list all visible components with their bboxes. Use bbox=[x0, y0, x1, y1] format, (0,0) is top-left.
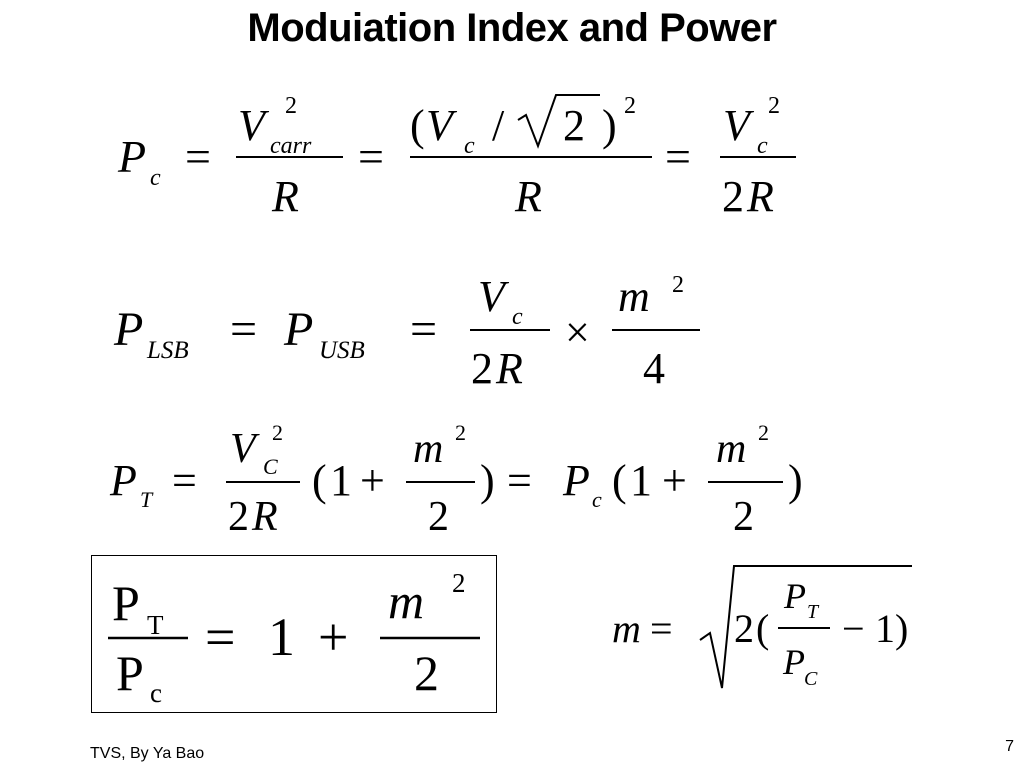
symbol-v: V bbox=[230, 426, 260, 472]
digit-2: 2 bbox=[734, 606, 754, 651]
equals-sign: = bbox=[507, 456, 532, 505]
plus-sign: + bbox=[662, 456, 687, 505]
symbol-v: V bbox=[238, 101, 270, 150]
close-paren: ) bbox=[788, 456, 803, 505]
symbol-p: P bbox=[782, 642, 805, 682]
symbol-v: V bbox=[478, 272, 510, 321]
equals-sign: = bbox=[205, 607, 235, 667]
equals-sign: = bbox=[358, 131, 384, 182]
subscript-carr: carr bbox=[270, 133, 312, 159]
digit-1: 1 bbox=[330, 456, 352, 505]
subscript-t: T bbox=[140, 487, 154, 512]
superscript-2: 2 bbox=[285, 93, 297, 119]
equals-sign: = bbox=[650, 606, 673, 651]
superscript-2: 2 bbox=[758, 420, 769, 445]
superscript-2: 2 bbox=[672, 272, 684, 298]
minus-sign: − bbox=[842, 606, 865, 651]
symbol-p: P bbox=[112, 575, 140, 631]
symbol-m: m bbox=[612, 606, 641, 651]
digit-1: 1 bbox=[268, 607, 295, 667]
symbol-r: R bbox=[746, 172, 774, 221]
close-paren: ) bbox=[480, 456, 495, 505]
symbol-p: P bbox=[562, 456, 590, 505]
superscript-2: 2 bbox=[768, 93, 780, 119]
digit-2: 2 bbox=[414, 645, 439, 701]
footer-text: TVS, By Ya Bao bbox=[90, 745, 205, 762]
digit-2: 2 bbox=[228, 494, 249, 540]
open-paren: ( bbox=[410, 101, 425, 150]
subscript-t: T bbox=[807, 601, 820, 623]
symbol-r: R bbox=[271, 172, 299, 221]
symbol-v: V bbox=[723, 101, 755, 150]
subscript-c: c bbox=[464, 133, 475, 159]
subscript-c: c bbox=[592, 487, 602, 512]
total-power-equation: P T = V 2 C 2 R ( 1 + m 2 2 ) = P c ( 1 … bbox=[109, 420, 803, 540]
symbol-p: P bbox=[283, 303, 313, 356]
digit-4: 4 bbox=[643, 344, 665, 393]
equals-sign: = bbox=[665, 131, 691, 182]
symbol-v: V bbox=[426, 101, 458, 150]
open-paren: ( bbox=[612, 456, 627, 505]
digit-2: 2 bbox=[733, 494, 754, 540]
symbol-p: P bbox=[783, 576, 806, 616]
symbol-r: R bbox=[251, 494, 278, 540]
close-paren: ) bbox=[895, 606, 908, 651]
superscript-2: 2 bbox=[452, 568, 466, 598]
symbol-m: m bbox=[618, 272, 650, 321]
subscript-t: T bbox=[147, 610, 164, 640]
subscript-c: c bbox=[512, 304, 523, 330]
close-paren: ) bbox=[602, 101, 617, 150]
equals-sign: = bbox=[410, 303, 437, 356]
superscript-2: 2 bbox=[455, 420, 466, 445]
plus-sign: + bbox=[360, 456, 385, 505]
symbol-r: R bbox=[495, 344, 523, 393]
digit-2: 2 bbox=[722, 172, 744, 221]
superscript-2: 2 bbox=[624, 93, 636, 119]
equals-sign: = bbox=[172, 456, 197, 505]
radicand-2: 2 bbox=[563, 101, 585, 150]
page-number: 7 bbox=[1005, 738, 1014, 755]
subscript-c: c bbox=[757, 133, 768, 159]
symbol-p: P bbox=[117, 131, 146, 182]
sqrt-symbol bbox=[517, 94, 600, 149]
slash: / bbox=[492, 101, 505, 150]
digit-1: 1 bbox=[630, 456, 652, 505]
symbol-m: m bbox=[388, 573, 424, 629]
equals-sign: = bbox=[185, 131, 211, 182]
equals-sign: = bbox=[230, 303, 257, 356]
subscript-c: C bbox=[263, 454, 278, 479]
carrier-power-equation: P c = V 2 carr R = ( V c / 2 ) 2 R = V 2… bbox=[0, 0, 1024, 240]
open-paren: ( bbox=[312, 456, 327, 505]
symbol-m: m bbox=[413, 426, 443, 472]
digit-2: 2 bbox=[428, 494, 449, 540]
superscript-2: 2 bbox=[272, 420, 283, 445]
subscript-c: c bbox=[150, 678, 162, 708]
symbol-r: R bbox=[514, 172, 542, 221]
subscript-c: C bbox=[804, 668, 818, 690]
symbol-p: P bbox=[109, 456, 137, 505]
subscript-c: c bbox=[150, 165, 161, 191]
symbol-p: P bbox=[113, 303, 143, 356]
symbol-m: m bbox=[716, 426, 746, 472]
sideband-power-equation: P LSB = P USB = V c 2 R × m 2 4 bbox=[113, 272, 700, 393]
plus-sign: + bbox=[318, 607, 348, 667]
digit-2: 2 bbox=[471, 344, 493, 393]
open-paren: ( bbox=[756, 606, 769, 651]
symbol-p: P bbox=[116, 645, 144, 701]
subscript-usb: USB bbox=[319, 337, 365, 364]
subscript-lsb: LSB bbox=[146, 337, 189, 364]
sqrt-symbol bbox=[699, 565, 912, 689]
slide-title: Moduiation Index and Power bbox=[247, 6, 777, 50]
boxed-power-ratio-equation bbox=[91, 555, 497, 713]
times-sign: × bbox=[565, 308, 590, 357]
digit-1: 1 bbox=[875, 606, 895, 651]
